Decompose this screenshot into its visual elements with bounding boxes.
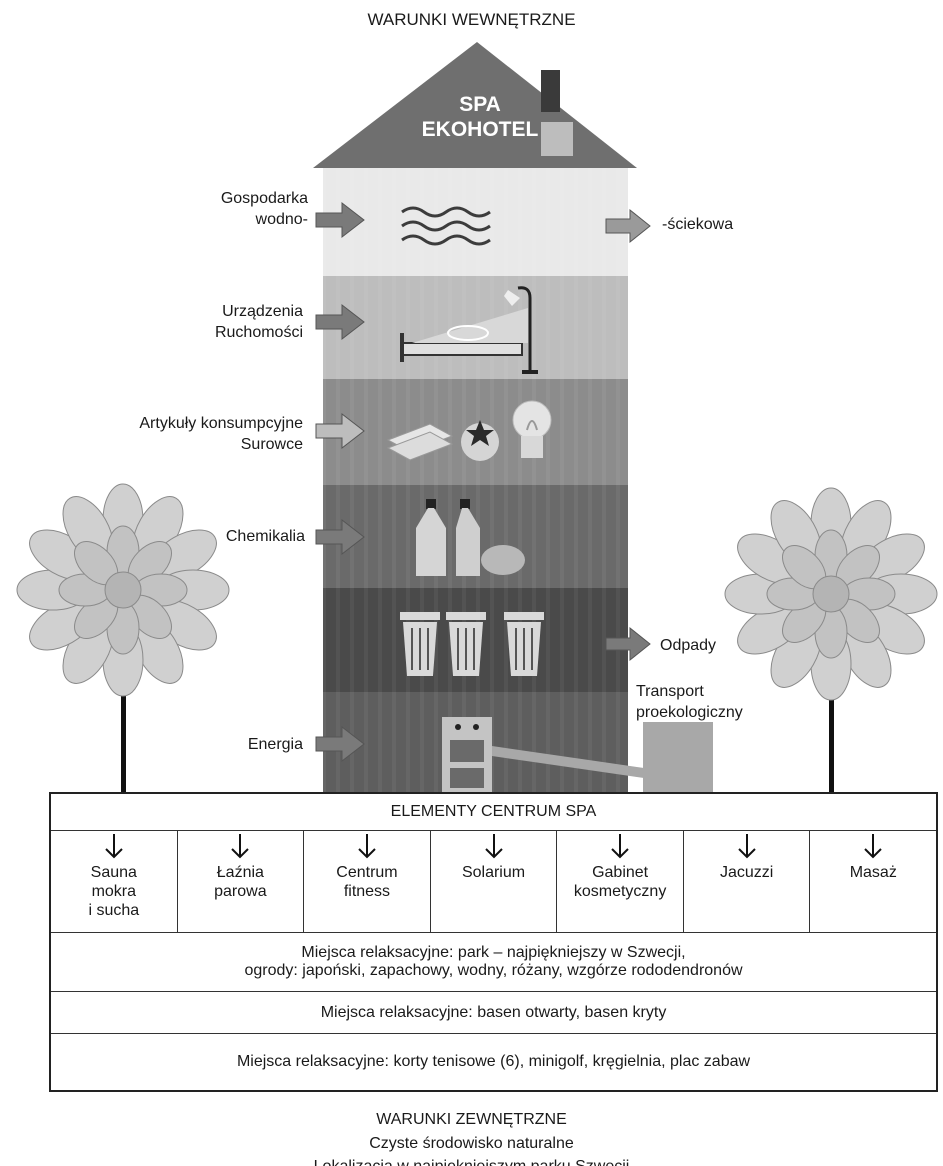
devices-arrow-icon [315,303,365,341]
down-arrow-icon [231,834,250,859]
relax-places-sports-row: Miejsca relaksacyjne: korty tenisowe (6)… [236,1053,751,1070]
spa-item-label-line: Gabinet [592,864,649,881]
roof-title: SPA EKOHOTEL [420,92,540,142]
spa-item-label-line: Masaż [849,864,897,881]
down-arrow-icon [105,834,123,859]
spa-item-label-line: Sauna [90,864,137,881]
roof-window-icon [541,122,573,156]
consumables-arrow-icon [315,412,365,450]
house-floors [323,168,628,792]
spa-item-solarium: Solarium [431,831,558,932]
transport-label-line1: Transport [636,683,704,700]
clean-environment-text: Czyste środowisko naturalne [369,1135,574,1152]
chemical-bottles-icon [416,499,525,576]
down-arrow-icon [864,834,882,859]
spa-items-row: Sauna mokra i sucha Łaźnia parowa Centru… [51,831,936,933]
spa-item-label-line: kosmetyczny [573,883,667,900]
spa-item-sauna: Sauna mokra i sucha [51,831,178,932]
water-waves-icon [401,206,491,246]
water-in-arrow-icon [315,201,365,239]
right-tree-icon [724,487,938,792]
energy-label: Energia [247,736,303,753]
energy-arrow-icon [315,725,365,763]
spa-item-beauty-salon: Gabinet kosmetyczny [557,831,684,932]
spa-item-label-line: Solarium [461,864,526,881]
spa-item-label-line: parowa [214,883,267,900]
spa-item-label-line: mokra [91,883,137,900]
down-arrow-icon [611,834,629,859]
down-arrow-icon [358,834,376,859]
consumables-label-line1: Artykuły konsumpcyjne [139,415,303,432]
consumables-icons [386,400,552,461]
bed-lamp-icon [400,286,538,374]
left-tree-icon [16,483,230,792]
consumables-label: Artykuły konsumpcyjne Surowce [60,413,303,455]
spa-item-jacuzzi: Jacuzzi [684,831,811,932]
waste-bins-icon [400,612,544,676]
spa-item-massage: Masaż [810,831,936,932]
chemicals-arrow-icon [315,518,365,556]
chemicals-label: Chemikalia [225,528,305,545]
spa-item-label-line: Jacuzzi [720,864,774,881]
waste-label: Odpady [660,637,717,654]
arrows [315,201,651,763]
chimney-icon [541,70,560,112]
relax-park-line2: ogrody: japoński, zapachowy, wodny, róża… [244,962,743,979]
energy-stove-icon [442,717,713,792]
down-arrow-icon [484,834,503,859]
location-text: Lokalizacja w najpiękniejszym parku Szwe… [0,1158,943,1166]
water-label-line2: wodno- [255,211,308,228]
transport-label: Transport proekologiczny [636,681,816,723]
roof-title-line1: SPA [459,93,501,116]
water-management-label: Gospodarka wodno- [140,188,308,230]
roof-title-line2: EKOHOTEL [421,118,539,141]
devices-label: Urządzenia Ruchomości [140,301,303,343]
water-out-arrow-icon [605,208,651,244]
consumables-label-line2: Surowce [240,436,303,453]
relax-places-pool-row: Miejsca relaksacyjne: basen otwarty, bas… [51,992,936,1034]
spa-item-label-line: i sucha [88,902,140,919]
eco-hotel-illustration [16,42,938,792]
spa-center-header: ELEMENTY CENTRUM SPA [51,794,936,831]
external-conditions-title: WARUNKI ZEWNĘTRZNE [376,1111,567,1128]
relax-places-park-row: Miejsca relaksacyjne: park – najpiękniej… [51,933,936,992]
spa-item-label-line: fitness [343,883,391,900]
wastewater-label: -ściekowa [662,216,734,233]
transport-box-icon [643,722,713,792]
spa-item-label-line: Centrum [336,864,398,881]
spa-item-steam-bath: Łaźnia parowa [178,831,305,932]
house-roof [313,42,637,168]
transport-label-line2: proekologiczny [636,704,743,721]
devices-label-line1: Urządzenia [222,303,303,320]
relax-park-line1: Miejsca relaksacyjne: park – najpiękniej… [301,944,686,961]
spa-item-label-line: Łaźnia [216,864,264,881]
spa-center-table: ELEMENTY CENTRUM SPA Sauna mokra i sucha… [49,792,938,1092]
devices-label-line2: Ruchomości [214,324,303,341]
spa-item-fitness: Centrum fitness [304,831,431,932]
down-arrow-icon [737,834,756,859]
waste-arrow-icon [605,626,651,662]
water-label-line1: Gospodarka [220,190,308,207]
internal-conditions-title: WARUNKI WEWNĘTRZNE [367,10,576,29]
